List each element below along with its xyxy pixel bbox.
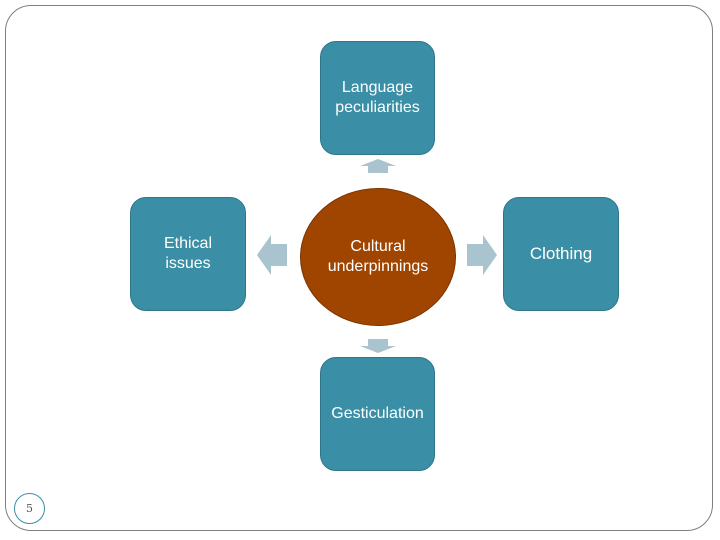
node-language-line2: peculiarities [335, 99, 420, 116]
node-clothing-label: Clothing [529, 244, 593, 263]
node-ethical-issues: Ethical issues [130, 197, 246, 311]
node-ethics-line1: Ethical [163, 235, 213, 252]
arrow-down-icon [360, 339, 396, 353]
node-language-line1: Language [341, 79, 414, 96]
arrow-right-icon [467, 235, 497, 275]
node-clothing: Clothing [503, 197, 619, 311]
node-gesticulation: Gesticulation [320, 357, 435, 471]
center-node-cultural-underpinnings: Cultural underpinnings [300, 188, 456, 326]
center-line2: underpinnings [327, 258, 429, 275]
page-number: 5 [26, 502, 33, 515]
arrow-left-icon [257, 235, 287, 275]
page-number-badge: 5 [14, 493, 45, 524]
center-line1: Cultural [350, 238, 406, 255]
node-gesticulation-label: Gesticulation [331, 405, 424, 422]
node-ethics-line2: issues [165, 255, 211, 272]
arrow-up-icon [360, 159, 396, 173]
node-language-peculiarities: Language peculiarities [320, 41, 435, 155]
